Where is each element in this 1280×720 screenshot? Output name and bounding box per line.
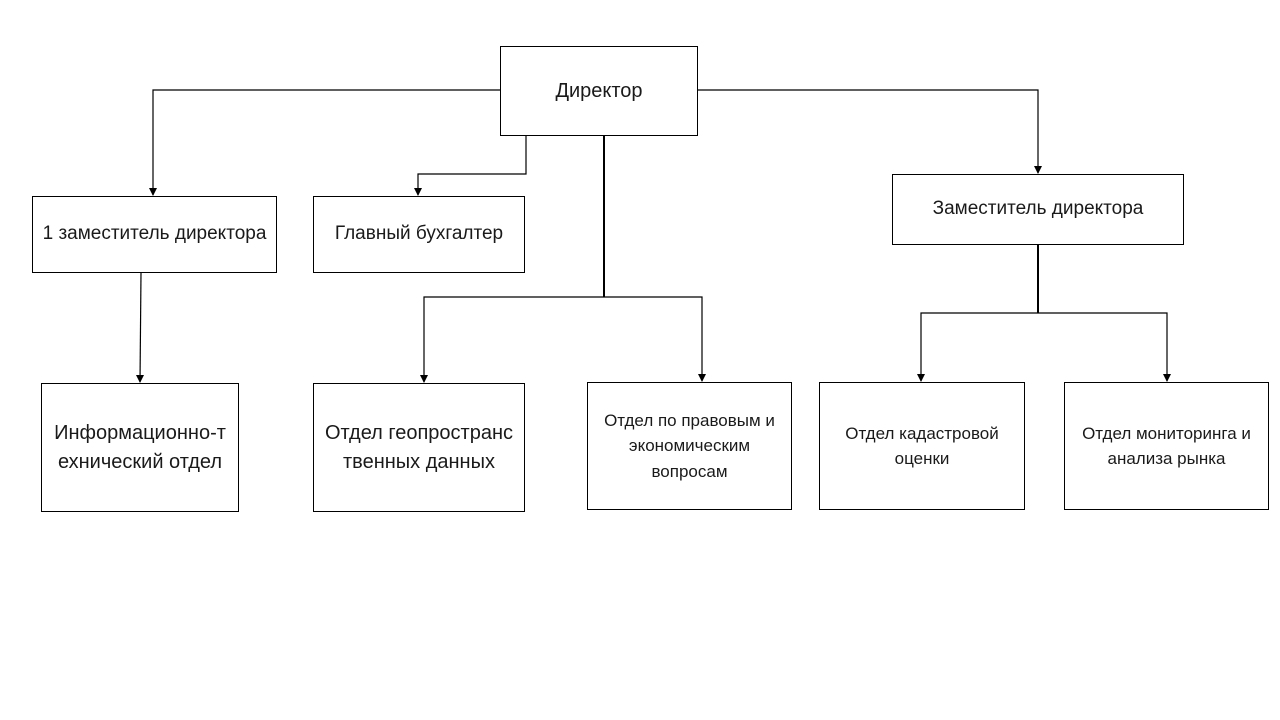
connector-director-deputy — [698, 89, 1042, 174]
first-deputy-box: 1 заместитель директора — [32, 196, 277, 273]
director-box: Директор — [500, 46, 698, 136]
monitoring-department-label: Отдел мониторинга и анализа рынка — [1082, 423, 1251, 469]
connector-deputy-monitoring — [1038, 312, 1171, 382]
it-department-box: Информационно-технический отдел — [41, 383, 239, 512]
legal-department-label: Отдел по правовым и экономическим вопрос… — [604, 410, 775, 481]
connector-deputy1-it — [136, 272, 144, 383]
first-deputy-label: 1 заместитель директора — [42, 223, 267, 245]
geo-department-label: Отдел геопространственных данных — [324, 421, 514, 473]
connector-director-geo — [420, 296, 604, 383]
connector-director-accountant — [414, 136, 527, 196]
connector-director-deputy1 — [149, 89, 500, 196]
monitoring-department-box: Отдел мониторинга и анализа рынка — [1064, 382, 1269, 510]
chief-accountant-box: Главный бухгалтер — [313, 196, 525, 273]
cadastral-department-box: Отдел кадастровой оценки — [819, 382, 1025, 510]
it-department-label: Информационно-технический отдел — [54, 421, 226, 473]
chief-accountant-label: Главный бухгалтер — [334, 223, 504, 245]
connector-deputy-cadastral — [917, 312, 1038, 382]
geo-department-box: Отдел геопространственных данных — [313, 383, 525, 512]
director-label: Директор — [555, 80, 643, 102]
cadastral-department-label: Отдел кадастровой оценки — [845, 423, 999, 469]
legal-department-box: Отдел по правовым и экономическим вопрос… — [587, 382, 792, 510]
deputy-director-box: Заместитель директора — [892, 174, 1184, 245]
connector-director-legal — [604, 296, 706, 382]
deputy-director-label: Заместитель директора — [932, 198, 1144, 220]
